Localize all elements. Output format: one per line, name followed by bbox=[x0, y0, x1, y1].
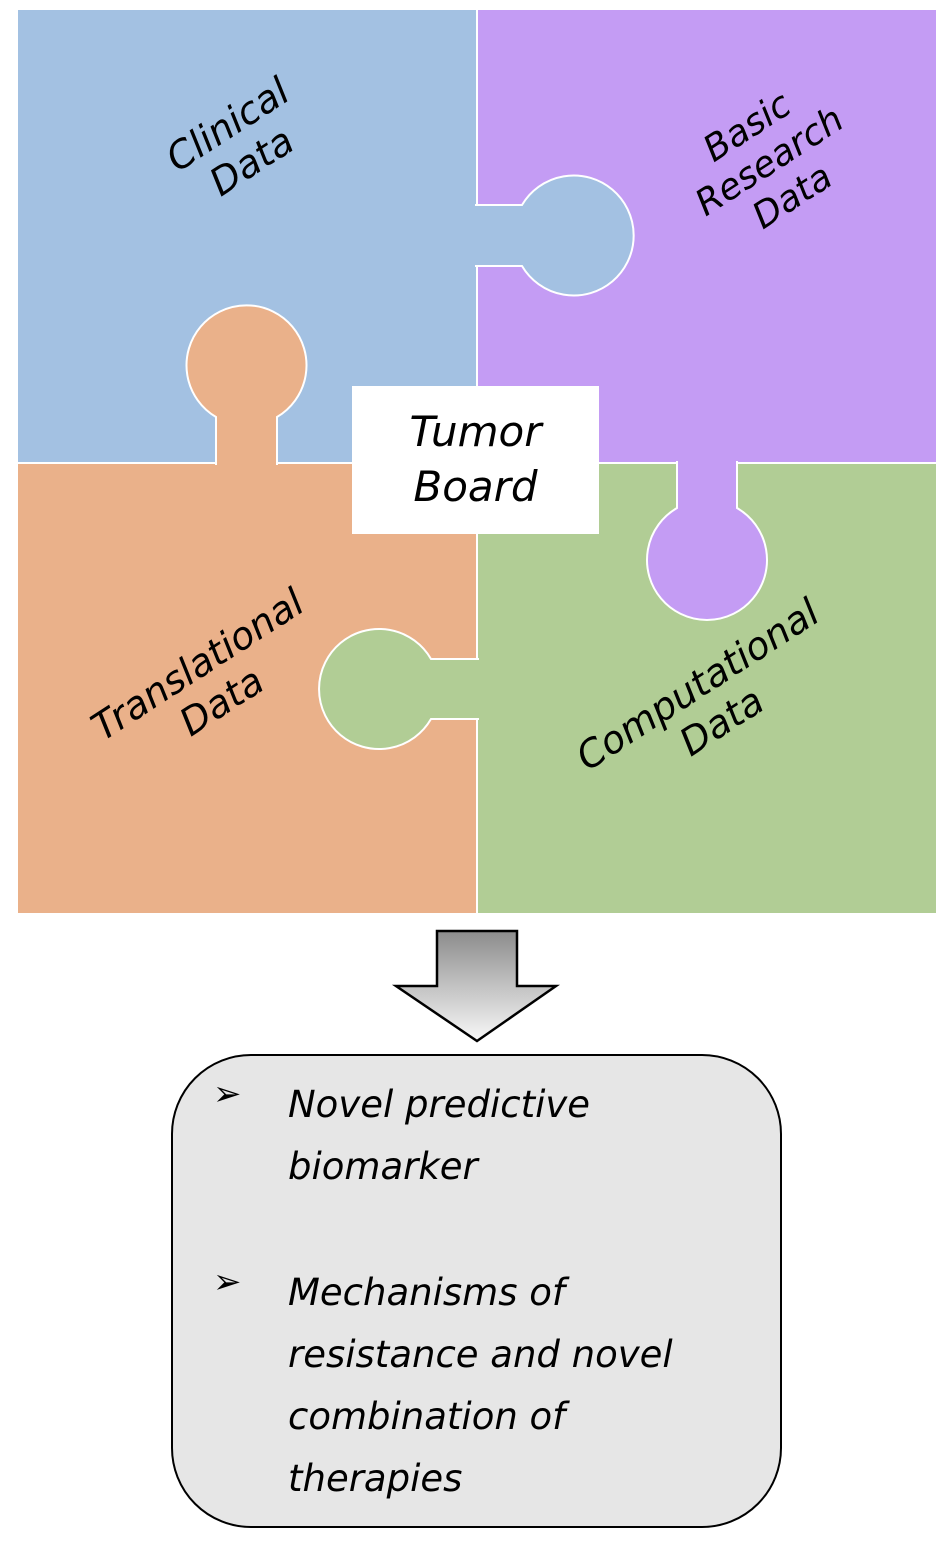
bullet-arrow-icon: ➢ bbox=[213, 1262, 242, 1302]
tab-clinical bbox=[475, 174, 635, 297]
outcome-item-resistance: Mechanisms of resistance and novel combi… bbox=[288, 1271, 673, 1500]
bullet-arrow-icon: ➢ bbox=[213, 1074, 242, 1114]
tab-computational bbox=[318, 628, 479, 750]
down-arrow-icon bbox=[391, 929, 560, 1043]
outcome-item-biomarker: Novel predictive biomarker bbox=[288, 1083, 591, 1188]
outcomes-box: ➢ Novel predictive biomarker ➢ Mechanism… bbox=[171, 1054, 782, 1528]
tab-basic bbox=[646, 461, 768, 621]
tumor-board-line-1: Tumor bbox=[409, 407, 542, 457]
tumor-board-line-2: Board bbox=[413, 462, 538, 511]
tumor-board-box: Tumor Board bbox=[352, 386, 599, 534]
tab-translational bbox=[185, 304, 308, 465]
